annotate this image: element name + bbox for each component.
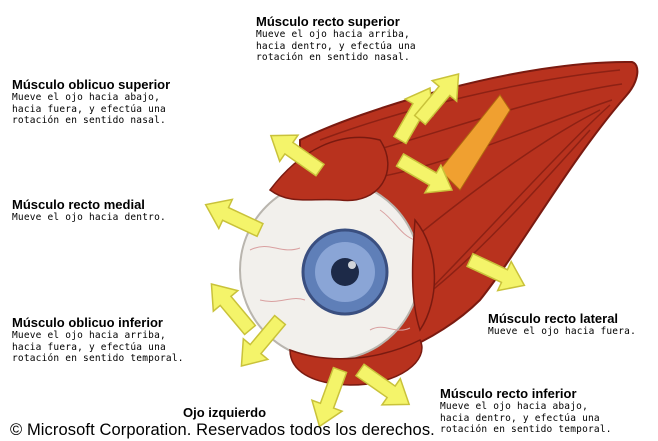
muscle-desc-line: Mueve el ojo hacia arriba, [12,330,184,342]
eye-caption: Ojo izquierdo [183,405,266,420]
muscle-title: Músculo recto inferior [440,386,612,401]
muscle-title: Músculo oblicuo superior [12,77,170,92]
muscle-title: Músculo recto lateral [488,311,636,326]
muscle-title: Músculo oblicuo inferior [12,315,184,330]
muscle-desc-line: rotación en sentido nasal. [12,115,170,127]
label-oblicuo-inferior: Músculo oblicuo inferior Mueve el ojo ha… [12,315,184,365]
label-recto-medial: Músculo recto medial Mueve el ojo hacia … [12,197,166,224]
muscle-desc-line: Mueve el ojo hacia fuera. [488,326,636,338]
muscle-desc-line: hacia fuera, y efectúa una [12,104,170,116]
muscle-desc-line: Mueve el ojo hacia abajo, [12,92,170,104]
muscle-desc-line: rotación en sentido temporal. [12,353,184,365]
muscle-desc-line: rotación en sentido nasal. [256,52,416,64]
muscle-title: Músculo recto superior [256,14,416,29]
muscle-desc-line: rotación en sentido temporal. [440,424,612,436]
copyright-notice: © Microsoft Corporation. Reservados todo… [10,421,435,440]
label-recto-inferior: Músculo recto inferior Mueve el ojo haci… [440,386,612,436]
label-recto-lateral: Músculo recto lateral Mueve el ojo hacia… [488,311,636,338]
label-oblicuo-superior: Músculo oblicuo superior Mueve el ojo ha… [12,77,170,127]
muscle-title: Músculo recto medial [12,197,166,212]
muscle-desc-line: hacia fuera, y efectúa una [12,342,184,354]
muscle-desc-line: hacia dentro, y efectúa una [256,41,416,53]
muscle-desc-line: Mueve el ojo hacia abajo, [440,401,612,413]
label-recto-superior: Músculo recto superior Mueve el ojo haci… [256,14,416,64]
muscle-desc-line: Mueve el ojo hacia dentro. [12,212,166,224]
pupil-highlight [348,261,356,269]
muscle-desc-line: hacia dentro, y efectúa una [440,413,612,425]
muscle-desc-line: Mueve el ojo hacia arriba, [256,29,416,41]
